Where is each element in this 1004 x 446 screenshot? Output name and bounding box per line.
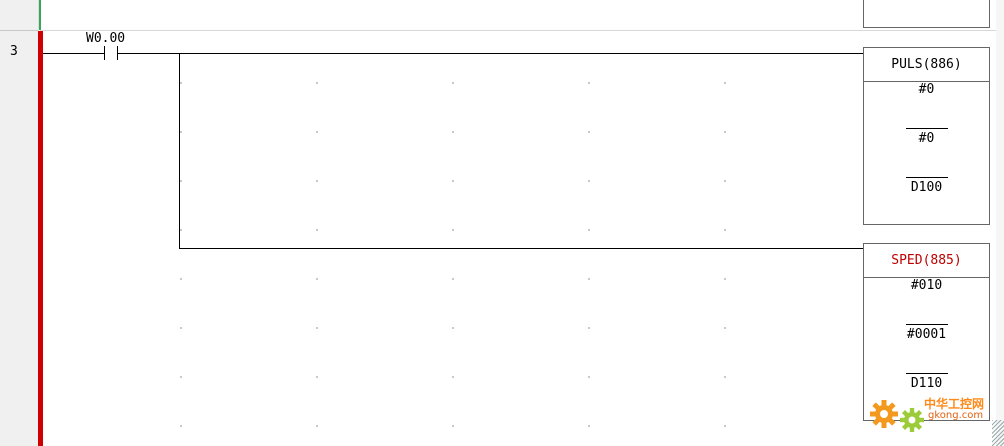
rung-wire-main: [118, 53, 863, 54]
grid-dot: [724, 327, 726, 329]
grid-dot: [316, 278, 318, 280]
contact-left-bar: [104, 46, 105, 60]
operand-overline: [906, 373, 948, 374]
grid-dot: [316, 82, 318, 84]
grid-dot: [316, 327, 318, 329]
grid-dot: [588, 82, 590, 84]
grid-dot: [588, 229, 590, 231]
sped-instruction-name: SPED(885): [864, 244, 989, 278]
contact-right-bar: [117, 46, 118, 60]
grid-dot: [452, 327, 454, 329]
previous-rung-block[interactable]: [863, 0, 990, 28]
grid-dot: [316, 131, 318, 133]
grid-dot: [316, 229, 318, 231]
rung-number[interactable]: 3: [10, 44, 18, 59]
grid-dot: [316, 180, 318, 182]
grid-dot: [452, 82, 454, 84]
sped-instruction-block[interactable]: SPED(885) #010 #0001 D110: [863, 243, 990, 421]
vertical-scrollbar[interactable]: [996, 0, 1004, 446]
grid-dot: [316, 376, 318, 378]
operand-overline: [906, 324, 948, 325]
branch-horizontal-wire: [179, 248, 863, 249]
grid-dot: [588, 327, 590, 329]
grid-dot: [452, 376, 454, 378]
grid-dot: [724, 82, 726, 84]
grid-dot: [180, 376, 182, 378]
grid-dot: [588, 131, 590, 133]
operand-overline: [906, 177, 948, 178]
grid-dot: [180, 180, 182, 182]
grid-dot: [724, 425, 726, 427]
grid-dot: [180, 425, 182, 427]
grid-dot: [180, 131, 182, 133]
grid-dot: [588, 376, 590, 378]
grid-dot: [316, 425, 318, 427]
rung-separator: [40, 30, 1004, 31]
puls-operand-2[interactable]: #0: [918, 131, 935, 146]
puls-operand-3[interactable]: D100: [910, 180, 943, 195]
grid-dot: [588, 425, 590, 427]
grid-dot: [452, 229, 454, 231]
grid-dot: [452, 425, 454, 427]
grid-dot: [452, 131, 454, 133]
branch-vertical-wire: [179, 53, 180, 249]
watermark-title: 中华工控网: [924, 397, 985, 411]
contact-address[interactable]: W0.00: [86, 31, 126, 46]
gutter-separator: [0, 30, 38, 31]
grid-dot: [180, 82, 182, 84]
puls-instruction-block[interactable]: PULS(886) #0 #0 D100: [863, 47, 990, 225]
grid-dot: [724, 229, 726, 231]
grid-dot: [452, 278, 454, 280]
grid-dot: [452, 180, 454, 182]
rung-number-gutter: [0, 0, 39, 446]
grid-dot: [180, 229, 182, 231]
grid-dot: [588, 180, 590, 182]
grid-dot: [180, 327, 182, 329]
puls-operand-1[interactable]: #0: [918, 82, 935, 97]
left-power-rail: [38, 31, 43, 446]
sped-operand-1[interactable]: #010: [910, 278, 943, 293]
rung-wire-left: [43, 53, 104, 54]
operand-overline: [906, 128, 948, 129]
grid-dot: [180, 278, 182, 280]
puls-instruction-name: PULS(886): [864, 48, 989, 82]
sped-operand-3[interactable]: D110: [910, 376, 943, 391]
gear-icon: [870, 400, 924, 432]
grid-dot: [724, 131, 726, 133]
watermark: 中华工控网 gkong.com: [868, 392, 994, 438]
previous-rung-edge: [39, 0, 41, 30]
watermark-domain: gkong.com: [928, 410, 984, 421]
sped-operand-2[interactable]: #0001: [906, 327, 947, 342]
grid-dot: [724, 278, 726, 280]
grid-dot: [724, 376, 726, 378]
grid-dot: [588, 278, 590, 280]
grid-dot: [724, 180, 726, 182]
resize-grip[interactable]: [992, 420, 1004, 446]
